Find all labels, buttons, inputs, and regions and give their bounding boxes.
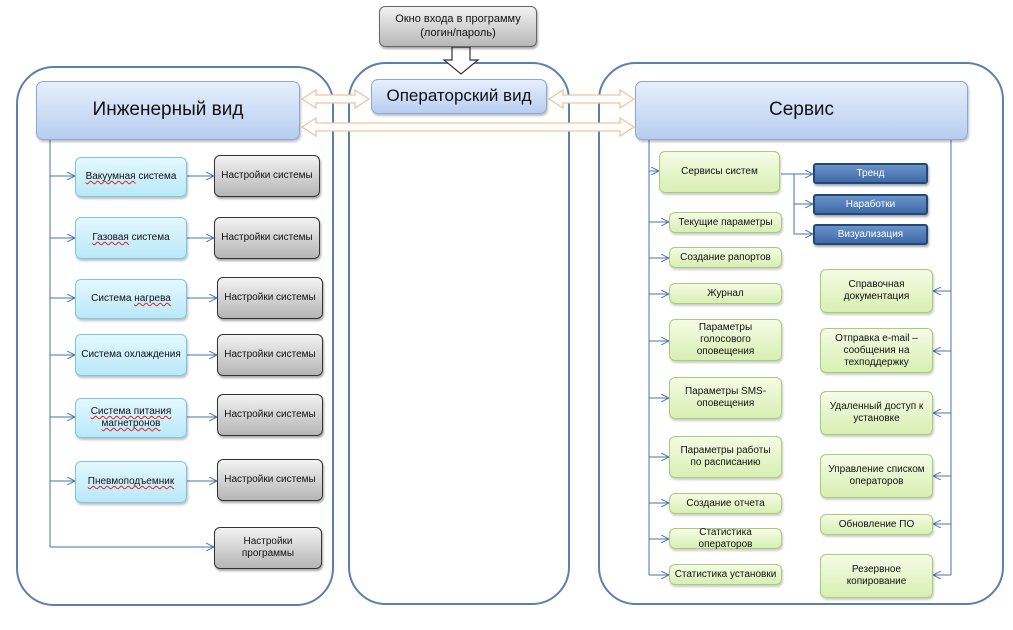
system-settings-node: Настройки системы — [217, 459, 323, 501]
login-line-1: Окно входа в программу — [395, 13, 521, 26]
service-item-label: Текущие параметры — [678, 216, 773, 228]
operator-header: Операторский вид — [371, 79, 547, 114]
service-item-reference-docs: Справочная документация — [820, 269, 933, 313]
system-node-heating: Система нагрева — [75, 279, 187, 319]
service-item-email-support: Отправка e-mail – сообщения на техподдер… — [820, 328, 933, 373]
system-node-cooling: Система охлаждения — [75, 334, 187, 376]
system-node-pneumatic-lift: Пневмоподъемник — [75, 461, 187, 503]
system-settings-label: Настройки системы — [221, 170, 313, 181]
system-settings-node: Настройки системы — [214, 155, 320, 197]
operator-title: Операторский вид — [386, 86, 532, 106]
service-item-label: Статистика установки — [674, 568, 777, 580]
engineering-title: Инженерный вид — [92, 99, 244, 121]
system-name-rest: Система — [91, 293, 135, 304]
operator-panel — [348, 62, 570, 605]
engineering-header: Инженерный вид — [36, 81, 300, 140]
system-node-vacuum: Вакуумная система — [75, 157, 187, 197]
system-settings-label: Настройки системы — [224, 409, 316, 420]
service-item-label: Обновление ПО — [838, 518, 915, 530]
system-settings-node: Настройки системы — [217, 277, 323, 319]
service-item-operator-stats: Статистика операторов — [669, 526, 782, 550]
system-name: Система охлаждения — [81, 349, 181, 360]
service-item-label: Отправка e-mail – сообщения на техподдер… — [835, 332, 918, 368]
program-settings-label: Настройки программы — [241, 536, 295, 559]
system-settings-label: Настройки системы — [224, 349, 316, 360]
double-arrow-op-service — [547, 88, 636, 110]
service-header: Сервис — [635, 81, 968, 140]
system-settings-node: Настройки системы — [217, 334, 323, 376]
service-item-current-params: Текущие параметры — [669, 212, 782, 233]
service-item-label: Создание рапортов — [680, 251, 771, 263]
service-item-label: Удаленный доступ к установке — [829, 401, 924, 424]
program-settings-node: Настройки программы — [214, 527, 322, 569]
system-name-rest: система — [128, 232, 170, 243]
system-node-gas: Газовая система — [75, 217, 187, 259]
double-arrow-eng-service — [300, 116, 636, 138]
subsystem-node-runtime: Наработки — [813, 194, 928, 215]
service-item-installation-stats: Статистика установки — [669, 564, 782, 585]
service-item-label: Параметры голосового оповещения — [696, 322, 755, 357]
system-name-rest: система — [135, 171, 177, 182]
service-item-journal: Журнал — [669, 283, 782, 304]
service-item-backup: Резервное копирование — [820, 554, 933, 598]
system-name-wavy: Вакуумная — [85, 171, 136, 182]
service-item-sms-alert-params: Параметры SMS-оповещения — [669, 377, 782, 419]
system-name-line-1: Система питания — [90, 406, 172, 417]
service-item-label: Создание отчета — [686, 497, 765, 509]
service-item-schedule-params: Параметры работы по расписанию — [669, 436, 782, 478]
login-line-2: (логин/пароль) — [420, 26, 496, 39]
login-down-arrow — [442, 46, 480, 75]
system-settings-label: Настройки системы — [224, 474, 316, 485]
service-item-remote-access: Удаленный доступ к установке — [820, 391, 933, 435]
system-name-line-2: магнетронов — [101, 418, 161, 429]
subsystem-node-visualization: Визуализация — [813, 224, 928, 245]
system-settings-label: Настройки системы — [224, 292, 316, 303]
system-settings-label: Настройки системы — [221, 232, 313, 243]
subsystem-label: Визуализация — [837, 228, 904, 240]
subsystem-label: Тренд — [856, 167, 885, 179]
system-services-node: Сервисы систем — [659, 151, 780, 193]
service-item-software-update: Обновление ПО — [820, 514, 933, 535]
system-name-wavy: нагрева — [134, 293, 171, 304]
service-item-label: Управление списком операторов — [828, 464, 925, 487]
service-item-label: Статистика операторов — [698, 526, 753, 550]
service-item-create-reports: Создание рапортов — [669, 247, 782, 268]
system-node-magnetron-power: Система питания магнетронов — [75, 398, 187, 438]
subsystem-label: Наработки — [845, 198, 896, 210]
system-services-label: Сервисы систем — [681, 166, 758, 177]
login-window-box: Окно входа в программу (логин/пароль) — [379, 6, 537, 47]
service-title: Сервис — [768, 99, 835, 121]
service-item-label: Журнал — [707, 287, 744, 299]
system-name-wavy: Газовая — [92, 232, 129, 243]
service-item-label: Справочная документация — [843, 279, 910, 302]
service-item-label: Параметры SMS-оповещения — [684, 386, 767, 409]
service-item-operator-list: Управление списком операторов — [820, 454, 933, 498]
system-settings-node: Настройки системы — [217, 394, 323, 436]
service-item-label: Резервное копирование — [846, 564, 907, 587]
service-item-voice-alert-params: Параметры голосового оповещения — [669, 319, 782, 361]
double-arrow-eng-op — [300, 88, 371, 110]
service-item-label: Параметры работы по расписанию — [680, 445, 771, 468]
system-settings-node: Настройки системы — [214, 217, 320, 259]
system-name-wavy: Пневмоподъемник — [87, 476, 175, 487]
subsystem-node-trend: Тренд — [813, 163, 928, 184]
service-item-create-report: Создание отчета — [669, 493, 782, 514]
